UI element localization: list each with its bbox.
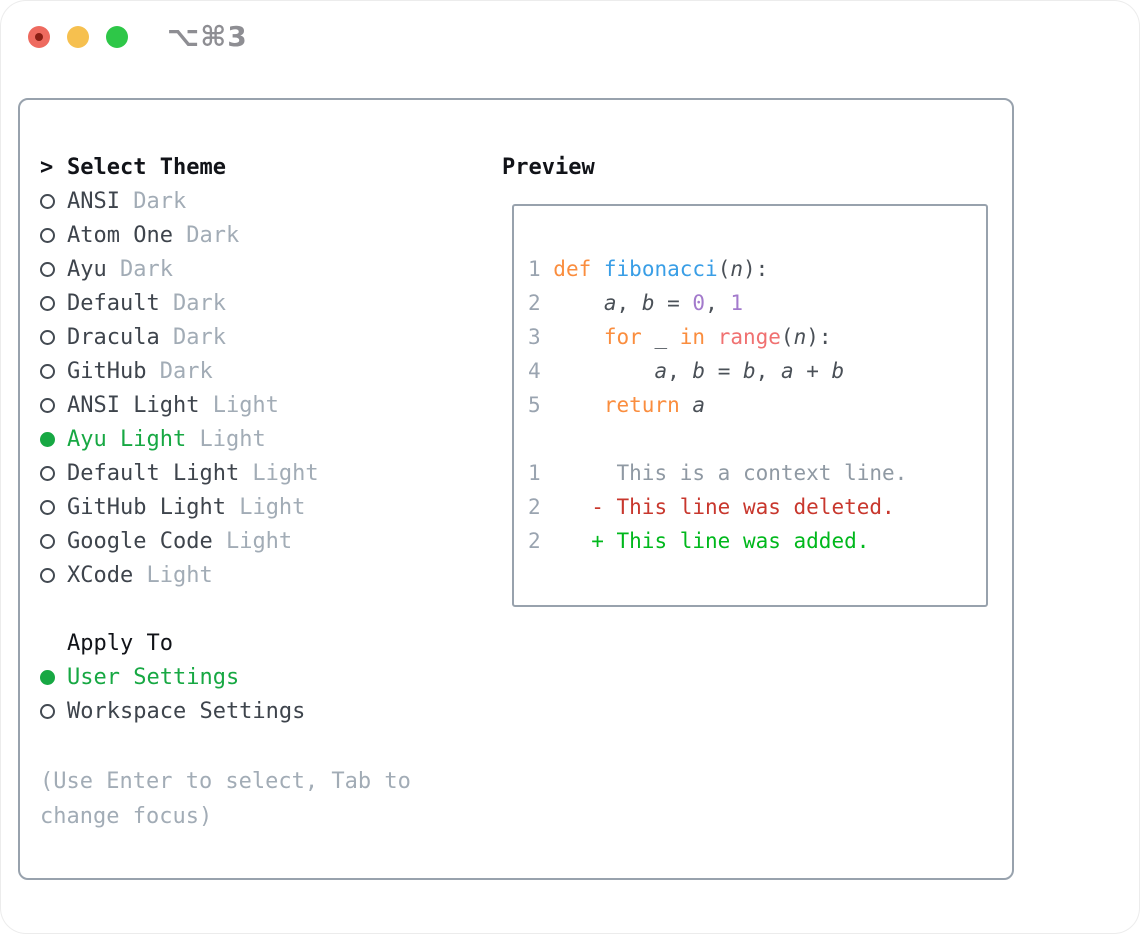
code-line: 1 def fibonacci(n): — [528, 257, 769, 281]
code-line: 2 - This line was deleted. — [528, 495, 895, 519]
theme-variant-tag: Dark — [146, 358, 213, 384]
line-number: 1 — [528, 461, 554, 485]
minimize-button[interactable] — [67, 26, 89, 48]
radio-icon — [40, 397, 67, 413]
theme-option-github-dark[interactable]: GitHub Dark — [20, 354, 319, 388]
radio-icon — [40, 227, 67, 243]
theme-variant-tag: Light — [239, 460, 319, 486]
code-preview: 1 def fibonacci(n): 2 a, b = 0, 1 3 for _ … — [514, 206, 986, 558]
close-button[interactable] — [28, 26, 50, 48]
radio-icon — [40, 703, 67, 719]
radio-icon — [40, 465, 67, 481]
theme-option-label: Atom One — [67, 222, 173, 248]
theme-variant-tag: Dark — [172, 222, 240, 248]
apply-option-label: Workspace Settings — [67, 698, 306, 724]
theme-variant-tag: Light — [133, 562, 213, 588]
theme-variant-tag: Light — [225, 494, 306, 520]
theme-option-label: Google Code — [67, 528, 213, 554]
theme-option-ansi-dark[interactable]: ANSI Dark — [20, 184, 319, 218]
radio-icon — [40, 329, 67, 345]
theme-option-label: GitHub Light — [67, 494, 226, 520]
theme-option-atom-one-dark[interactable]: Atom One Dark — [20, 218, 319, 252]
theme-option-label: ANSI Light — [67, 392, 200, 418]
line-number: 2 — [528, 495, 554, 519]
apply-to-header: Apply To — [20, 626, 305, 660]
window-title: ⌥⌘3 — [167, 20, 248, 53]
radio-icon — [40, 567, 67, 583]
theme-option-ayu-dark[interactable]: Ayu Dark — [20, 252, 319, 286]
help-text: (Use Enter to select, Tab to change focu… — [40, 769, 411, 829]
apply-option-workspace-settings[interactable]: Workspace Settings — [20, 694, 305, 728]
code-line: 4 a, b = b, a + b — [528, 359, 845, 383]
code-line: 5 return a — [528, 393, 706, 417]
theme-option-dracula-dark[interactable]: Dracula Dark — [20, 320, 319, 354]
theme-variant-tag: Dark — [119, 188, 187, 214]
code-line: 2 a, b = 0, 1 — [528, 291, 744, 315]
theme-option-label: ANSI — [67, 188, 120, 214]
maximize-button[interactable] — [106, 26, 128, 48]
theme-option-default-light-light[interactable]: Default Light Light — [20, 456, 319, 490]
close-button-dot-icon — [35, 33, 43, 41]
theme-option-github-light-light[interactable]: GitHub Light Light — [20, 490, 319, 524]
theme-option-label: GitHub — [67, 358, 147, 384]
focus-caret-icon: > — [40, 155, 67, 180]
line-number: 2 — [528, 529, 554, 553]
line-number: 3 — [528, 325, 554, 349]
theme-option-google-code-light[interactable]: Google Code Light — [20, 524, 319, 558]
theme-option-ansi-light-light[interactable]: ANSI Light Light — [20, 388, 319, 422]
theme-list-header: > Select Theme — [20, 150, 319, 184]
radio-icon — [40, 295, 67, 311]
code-line: 1 This is a context line. — [528, 461, 908, 485]
theme-option-label: Ayu Light — [67, 426, 187, 452]
radio-icon — [40, 499, 67, 515]
theme-variant-tag: Light — [212, 528, 293, 554]
theme-list-title: Select Theme — [67, 154, 226, 180]
theme-variant-tag: Light — [186, 426, 266, 452]
apply-option-user-settings[interactable]: User Settings — [20, 660, 305, 694]
line-number: 4 — [528, 359, 554, 383]
radio-icon — [40, 533, 67, 549]
theme-option-label: Dracula — [67, 324, 160, 350]
radio-icon — [40, 261, 67, 277]
radio-icon — [40, 363, 67, 379]
code-line — [528, 422, 986, 456]
line-number: 1 — [528, 257, 554, 281]
theme-option-label: XCode — [67, 562, 134, 588]
theme-option-label: Default Light — [67, 460, 240, 486]
theme-option-label: Ayu — [67, 256, 107, 282]
line-number: 5 — [528, 393, 554, 417]
theme-option-label: Default — [67, 290, 160, 316]
focus-caret: > — [40, 154, 54, 180]
preview-label: Preview — [502, 154, 595, 180]
theme-variant-tag: Dark — [159, 324, 226, 350]
radio-selected-icon — [40, 669, 67, 685]
radio-selected-icon — [40, 431, 67, 447]
apply-to-label: Apply To — [67, 630, 173, 656]
theme-option-default-dark[interactable]: Default Dark — [20, 286, 319, 320]
line-number: 2 — [528, 291, 554, 315]
apply-option-label: User Settings — [67, 664, 240, 690]
theme-option-ayu-light-light[interactable]: Ayu Light Light — [20, 422, 319, 456]
theme-option-xcode-light[interactable]: XCode Light — [20, 558, 319, 592]
code-line: 3 for _ in range(n): — [528, 325, 832, 349]
preview-box: 1 def fibonacci(n): 2 a, b = 0, 1 3 for _ … — [512, 204, 988, 607]
theme-variant-tag: Dark — [159, 290, 226, 316]
theme-variant-tag: Light — [199, 392, 279, 418]
code-line: 2 + This line was added. — [528, 529, 870, 553]
radio-icon — [40, 193, 67, 209]
theme-variant-tag: Dark — [106, 256, 173, 282]
